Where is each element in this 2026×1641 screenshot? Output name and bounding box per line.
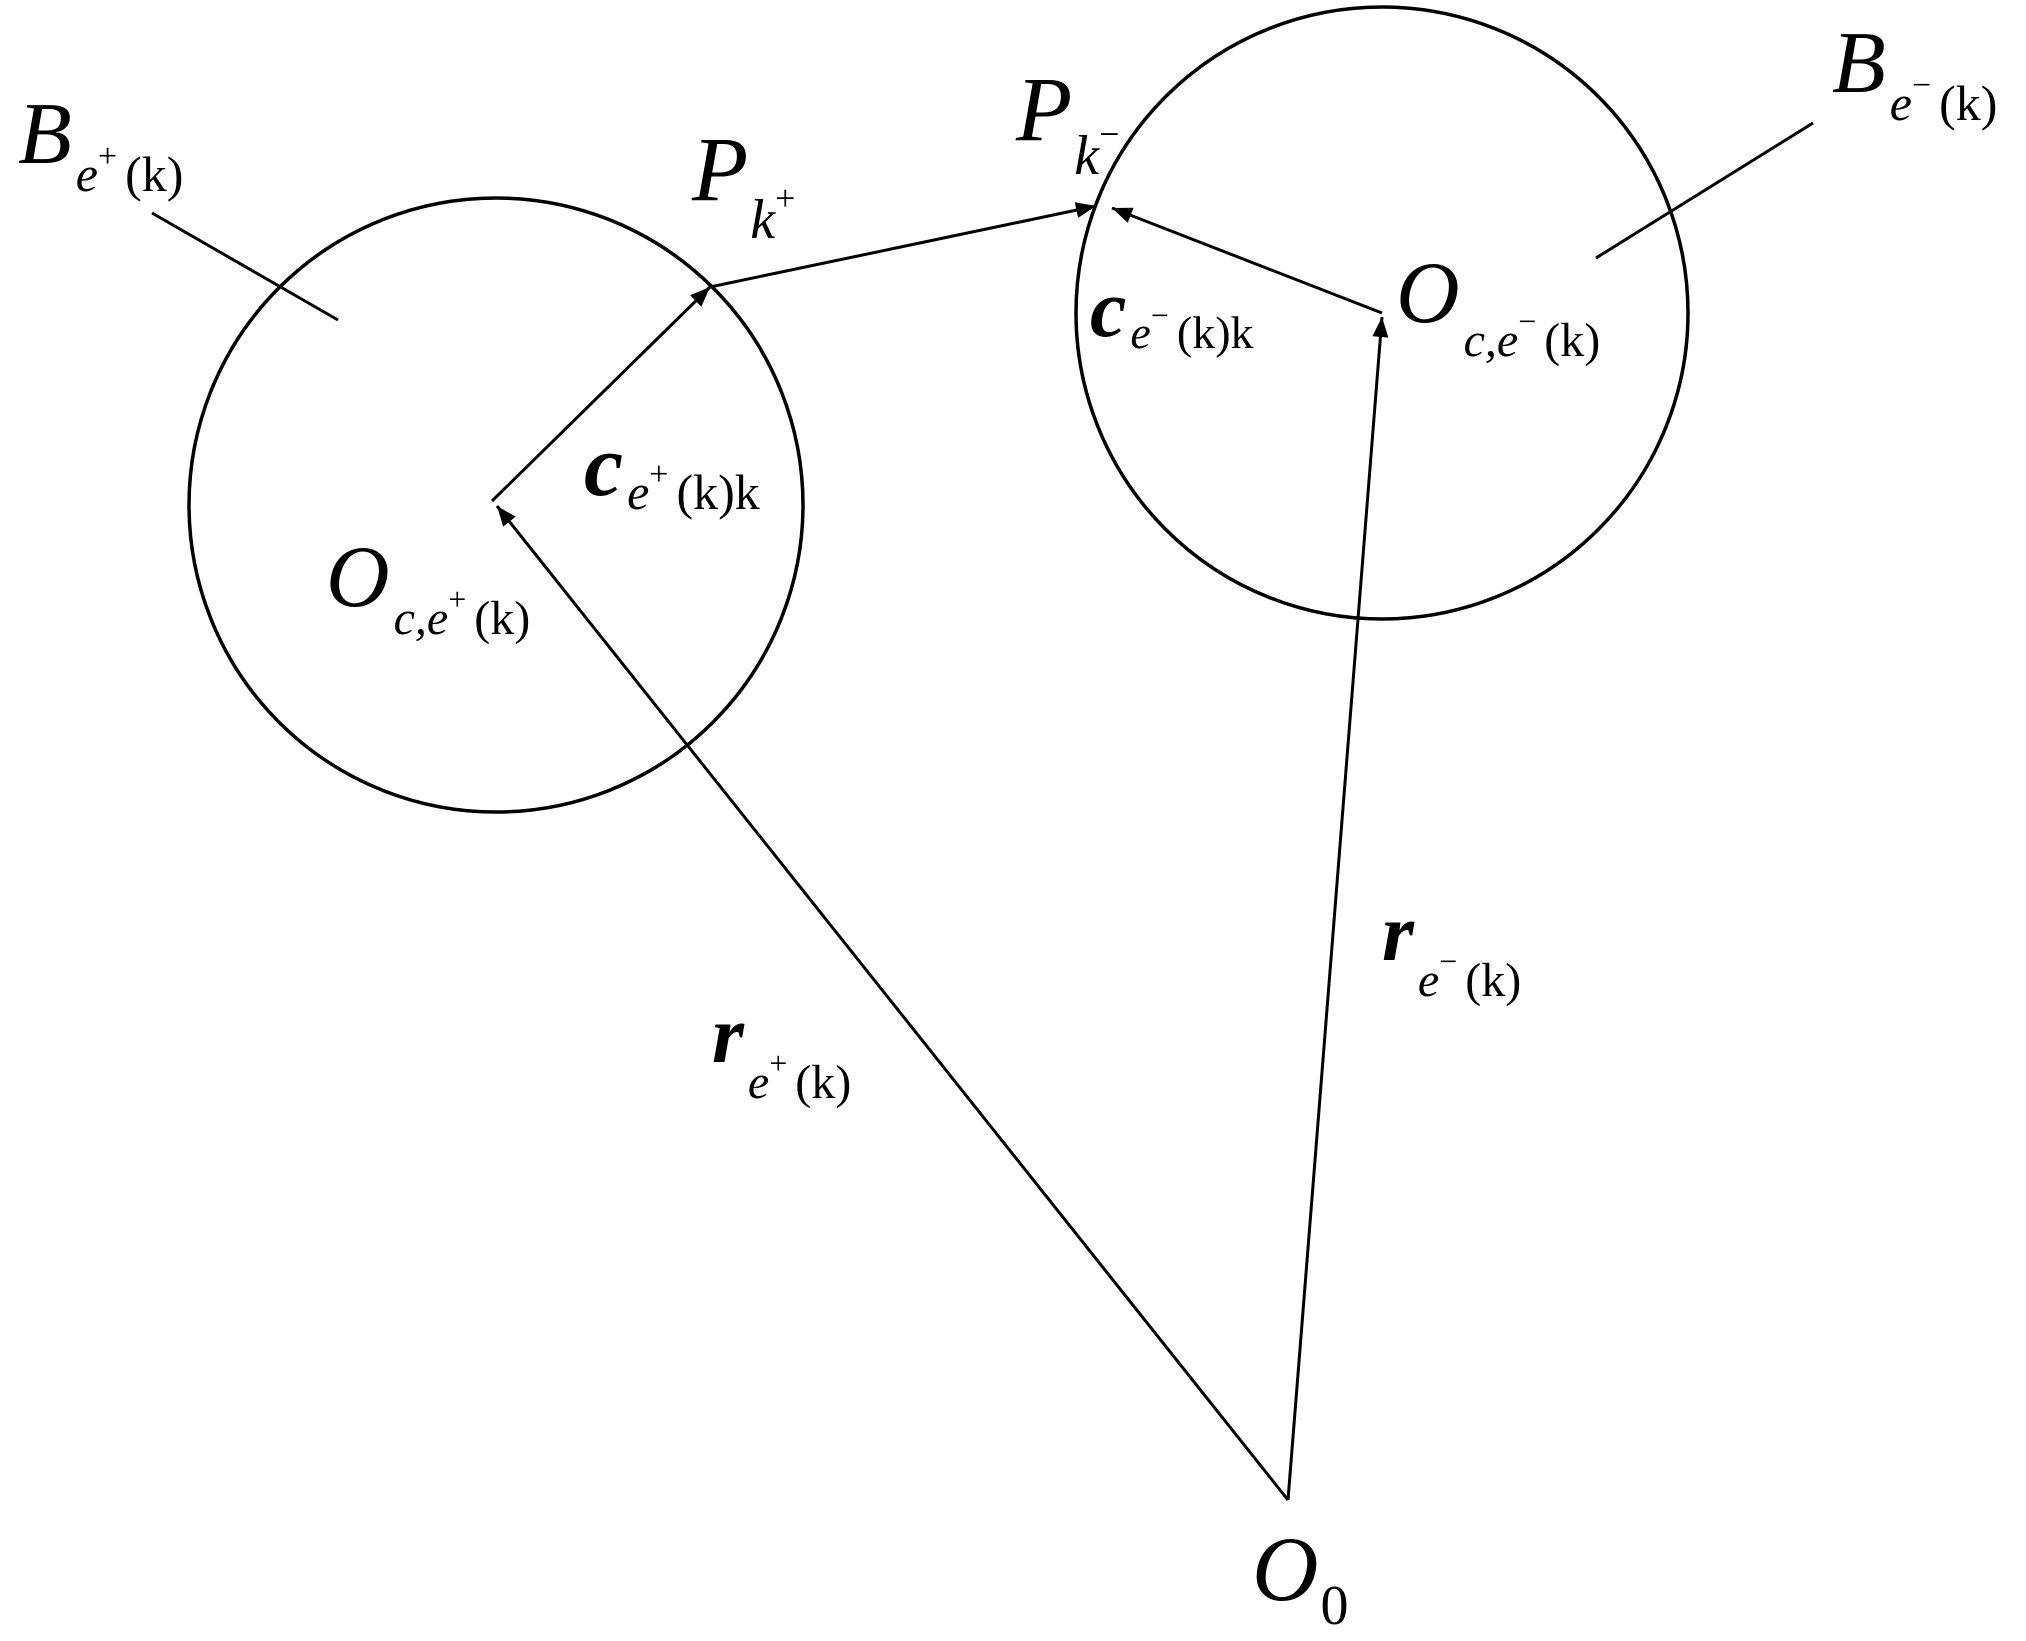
body-circle-minus: [1074, 5, 1690, 621]
label-vector-c-minus: ce−(k)k: [1090, 263, 1254, 358]
vector-r-minus: [1286, 316, 1389, 1501]
leader-line-body-plus: [151, 211, 339, 322]
label-origin: O0: [1252, 1518, 1348, 1637]
label-vector-r-plus: re+(k): [712, 989, 851, 1109]
label-body-minus: Be−(k): [1832, 15, 1997, 131]
label-center-plus: Oc,e+(k): [326, 529, 530, 645]
label-vector-c-plus: ce+(k)k: [584, 418, 760, 520]
vector-r-plus: [495, 505, 1290, 1501]
vector-c-plus: [490, 285, 712, 503]
label-point-p-minus: Pk−: [1015, 58, 1119, 187]
label-body-plus: Be+(k): [18, 86, 183, 202]
label-center-minus: Oc,e−(k): [1396, 245, 1600, 367]
leader-line-body-minus: [1595, 121, 1814, 260]
label-point-p-plus: Pk+: [691, 118, 795, 251]
label-vector-r-minus: re−(k): [1382, 887, 1521, 1007]
vector-pk-plus-to-pk-minus: [709, 202, 1097, 289]
vector-c-minus: [1111, 206, 1383, 315]
body-circle-plus: [187, 196, 805, 814]
